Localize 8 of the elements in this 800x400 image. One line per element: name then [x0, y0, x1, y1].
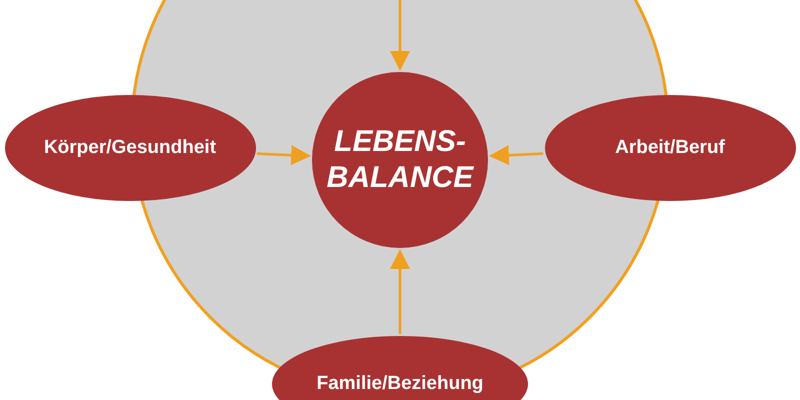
- arrow: [390, 0, 410, 71]
- category-label: Familie/Beziehung: [316, 373, 484, 395]
- category-label: Arbeit/Beruf: [615, 137, 725, 159]
- arrow: [256, 145, 312, 166]
- category-label: Körper/Gesundheit: [44, 137, 216, 159]
- arrow: [390, 249, 410, 334]
- arrow: [488, 145, 544, 166]
- center-title: LEBENS- BALANCE: [326, 124, 475, 196]
